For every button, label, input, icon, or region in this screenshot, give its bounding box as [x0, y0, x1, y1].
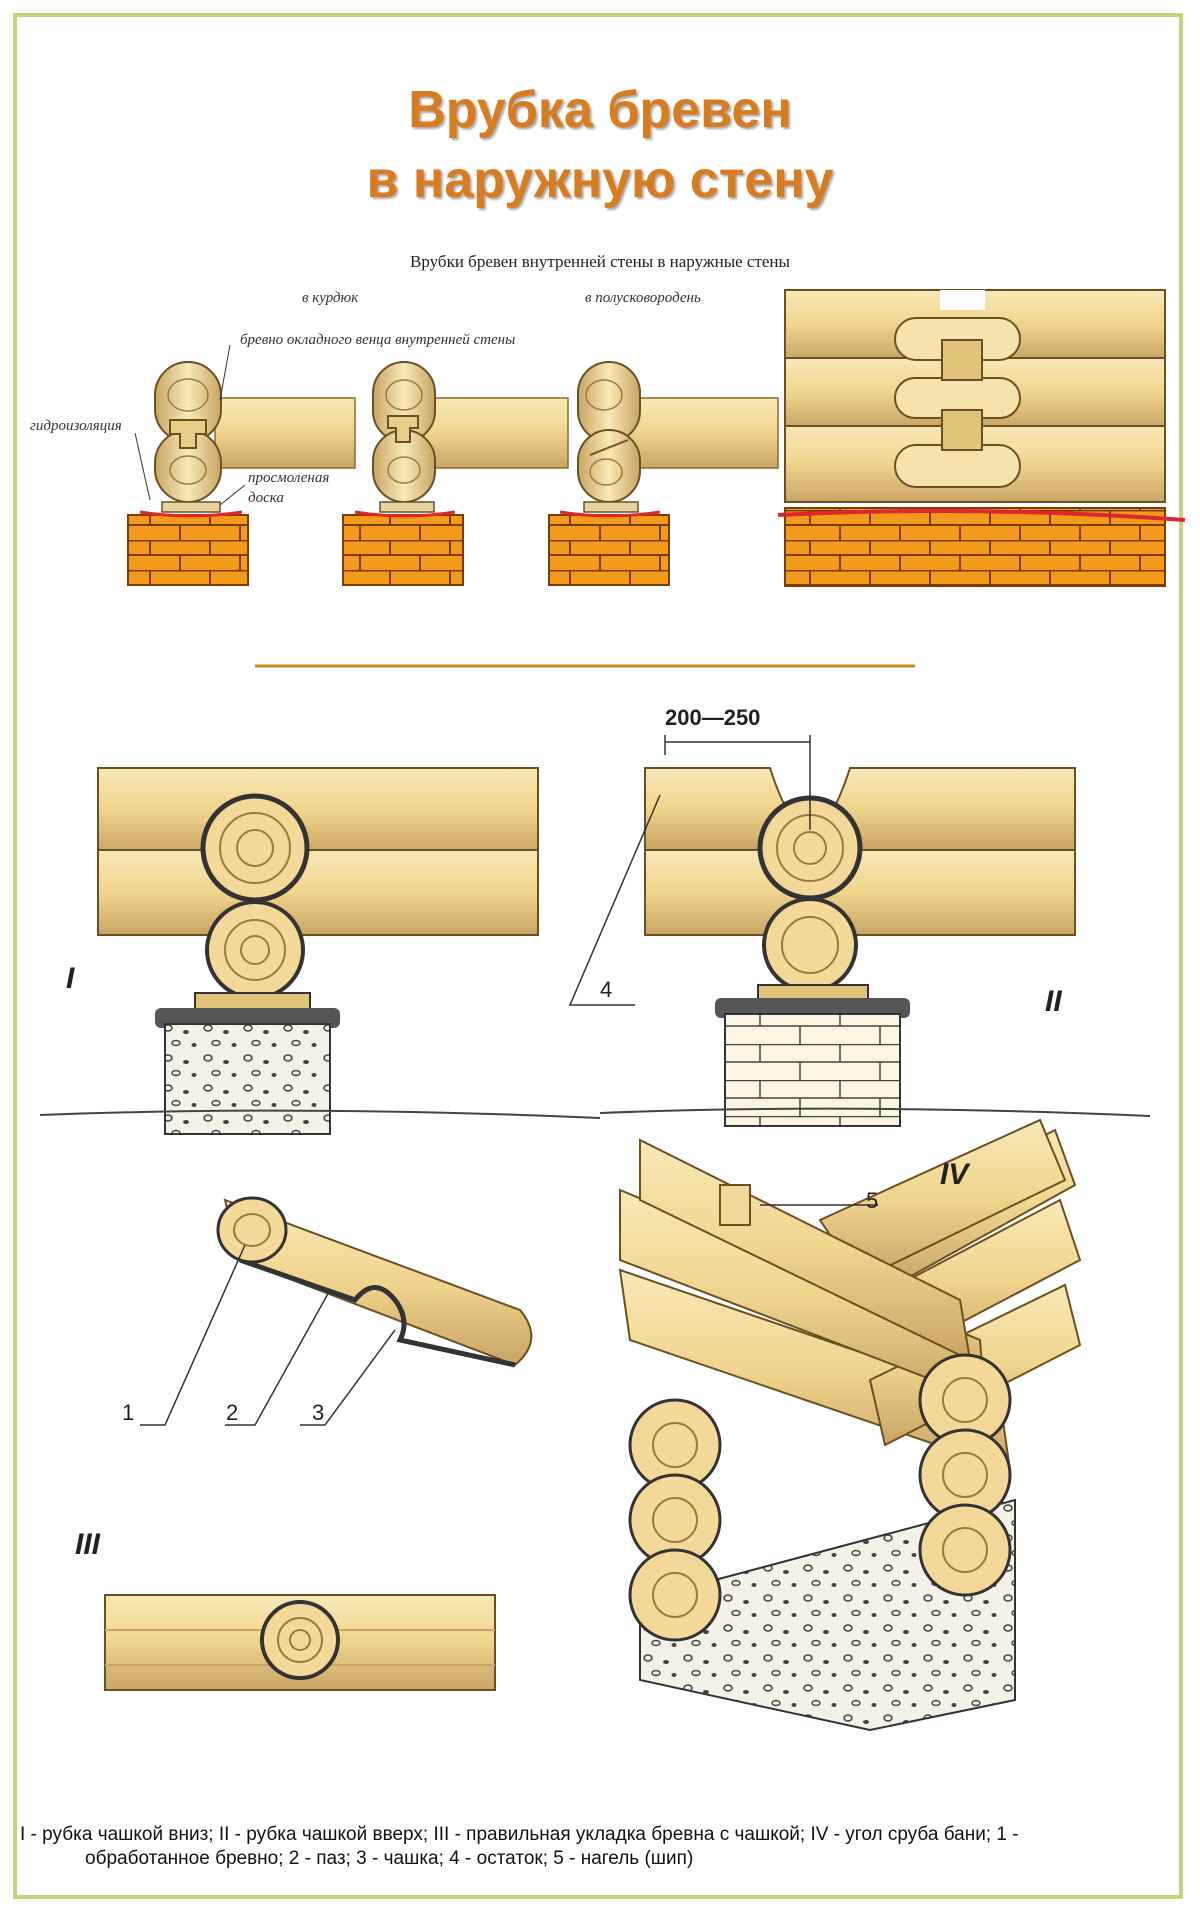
label-roman-1: I [66, 962, 75, 995]
label-hydro: гидроизоляция [30, 418, 122, 434]
brick-pier-1 [127, 514, 249, 586]
caption-line-1: I - рубка чашкой вниз; II - рубка чашкой… [20, 1824, 1019, 1845]
figure-log-groove [140, 1196, 533, 1426]
wall-elevation [777, 289, 1186, 587]
label-roman-4: IV [940, 1158, 969, 1191]
top-diagram [127, 289, 1186, 587]
title-line-2: в наружную стену [366, 151, 834, 209]
inner-log-1 [214, 397, 356, 469]
inner-log-2 [419, 397, 569, 469]
inner-log-3 [619, 397, 779, 469]
label-num-2: 2 [226, 1400, 239, 1425]
brick-pier-3 [548, 514, 670, 586]
joint-polu [577, 361, 641, 513]
label-kurdyuk: в курдюк [302, 290, 359, 306]
title-line-1: Врубка бревен [408, 81, 792, 139]
label-num-1: 1 [122, 1400, 135, 1425]
page-frame [13, 13, 1183, 1899]
label-board-2: доска [248, 490, 284, 506]
brick-pier-2 [342, 514, 464, 586]
label-log: бревно окладного венца внутренней стены [240, 332, 516, 348]
top-diagram-heading: Врубки бревен внутренней стены в наружны… [410, 252, 790, 271]
joint-kurdyuk-2 [372, 361, 436, 513]
label-polu: в полусковородень [585, 290, 701, 306]
label-roman-3: III [75, 1528, 101, 1561]
label-num-5: 5 [866, 1188, 879, 1213]
figure-III [104, 1594, 496, 1691]
label-num-3: 3 [312, 1400, 325, 1425]
label-num-4: 4 [600, 977, 613, 1002]
figure-IV [618, 1118, 1082, 1732]
label-roman-2: II [1045, 985, 1062, 1018]
dowel [719, 1184, 751, 1226]
caption-line-2: обработанное бревно; 2 - паз; 3 - чашка;… [85, 1848, 694, 1869]
joint-kurdyuk-1 [154, 361, 222, 513]
label-board-1: просмоленая [248, 470, 330, 486]
figure-I [39, 767, 601, 1135]
dimension-label: 200—250 [665, 705, 761, 730]
figure-II [568, 735, 1151, 1127]
